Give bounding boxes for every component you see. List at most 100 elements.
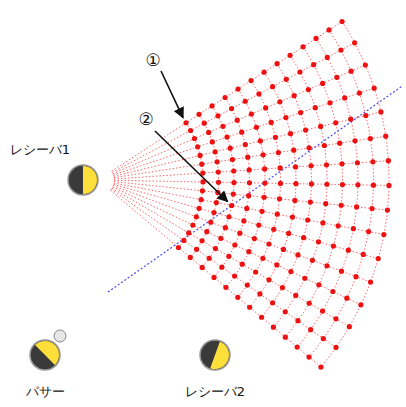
grid-dot [269, 120, 274, 125]
grid-dot [376, 256, 381, 261]
grid-dot [243, 142, 248, 147]
grid-dot [261, 70, 266, 75]
grid-dot [363, 113, 368, 118]
arc-line [297, 38, 358, 347]
player-label: レシーバ2 [183, 383, 247, 401]
grid-dot [303, 127, 308, 132]
grid-dot [200, 188, 205, 193]
grid-dot [231, 191, 236, 196]
grid-dot [231, 180, 236, 185]
grid-dot [270, 300, 275, 305]
grid-dot [339, 19, 344, 24]
grid-dot [207, 256, 212, 261]
grid-dot [246, 249, 251, 254]
grid-dot [348, 69, 353, 74]
arc-line [238, 81, 281, 298]
grid-dot [323, 201, 328, 206]
grid-dot [229, 203, 234, 208]
grid-dot [357, 90, 362, 95]
ray-line [114, 136, 386, 177]
arc-line [178, 123, 203, 248]
grid-dot [370, 159, 375, 164]
grid-dot [271, 325, 276, 330]
grid-dot [247, 180, 252, 185]
grid-dot [372, 86, 377, 91]
ray-line [113, 186, 371, 282]
grid-dot [211, 210, 216, 215]
grid-dot [293, 181, 298, 186]
player-icon [30, 340, 60, 370]
grid-dot [346, 248, 351, 253]
grid-dot [277, 99, 282, 104]
grid-dot [286, 231, 291, 236]
grid-dot [292, 93, 297, 98]
grid-dot [231, 168, 236, 173]
grid-dot [266, 277, 271, 282]
grid-dot [278, 181, 283, 186]
grid-dot [280, 285, 285, 290]
grid-dot [334, 75, 339, 80]
ball [54, 330, 66, 342]
grid-dot [204, 229, 209, 234]
grid-dot [252, 236, 257, 241]
grid-dot [196, 206, 201, 211]
ray-line [112, 187, 360, 305]
grid-dot [213, 246, 218, 251]
grid-dot [188, 128, 193, 133]
grid-dot [310, 258, 315, 263]
grid-dot [321, 336, 326, 341]
grid-dot [210, 139, 215, 144]
grid-dot [209, 103, 214, 108]
grid-dot [206, 130, 211, 135]
grid-dot [215, 159, 220, 164]
grid-dot [244, 206, 249, 211]
grid-dot [283, 335, 288, 340]
arc-line [262, 64, 312, 318]
ray-line [113, 88, 374, 175]
grid-dot [211, 275, 216, 280]
grid-dot [347, 324, 352, 329]
grid-dot [333, 120, 338, 125]
grid-dot [194, 247, 199, 252]
arc-line [214, 97, 249, 277]
grid-dot [295, 345, 300, 350]
grid-dot [339, 269, 344, 274]
grid-dot [260, 152, 265, 157]
grid-dot [248, 78, 253, 83]
grid-dot [245, 155, 250, 160]
grid-dot [324, 182, 329, 187]
grid-dot [344, 296, 349, 301]
grid-dot [260, 256, 265, 261]
grid-dot [196, 112, 201, 117]
grid-dot [371, 183, 376, 188]
grid-dot [298, 110, 303, 115]
grid-dot [262, 181, 267, 186]
leader-arrow [155, 131, 228, 201]
player-icon [68, 165, 98, 195]
grid-dot [302, 276, 307, 281]
grid-dot [277, 165, 282, 170]
player-node: パサー [24, 383, 67, 401]
grid-dot [313, 105, 318, 110]
grid-dot [223, 285, 228, 290]
grid-dot [247, 305, 252, 310]
grid-dot [355, 160, 360, 165]
grid-dot [263, 105, 268, 110]
grid-dot [297, 69, 302, 74]
grid-dot [308, 327, 313, 332]
grid-dot [226, 214, 231, 219]
grid-dot [295, 318, 300, 323]
grid-dot [320, 81, 325, 86]
grid-dot [316, 239, 321, 244]
grid-dot [256, 91, 261, 96]
grid-dot [239, 130, 244, 135]
grid-dot [199, 162, 204, 167]
grid-dot [287, 53, 292, 58]
grid-dot [355, 182, 360, 187]
grid-dot [283, 309, 288, 314]
grid-dot [326, 27, 331, 32]
grid-dot [232, 242, 237, 247]
grid-dot [306, 145, 311, 150]
grid-dot [190, 222, 195, 227]
